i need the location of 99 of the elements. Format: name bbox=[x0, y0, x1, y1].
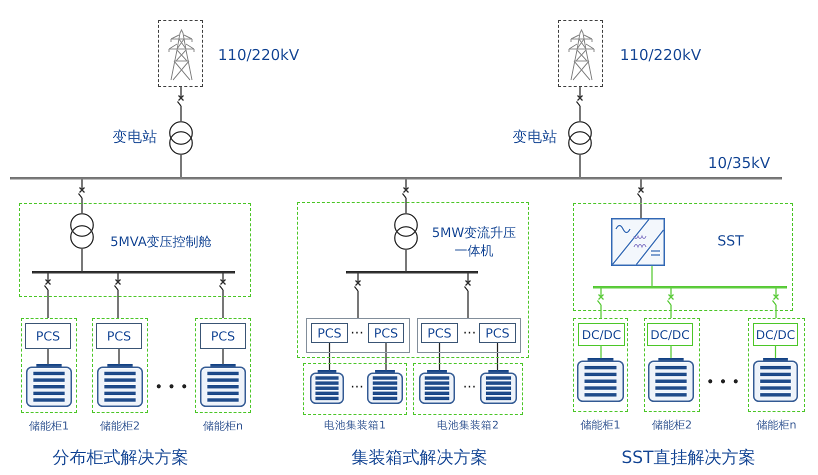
power-line bbox=[176, 86, 184, 122]
pcs-unit-box bbox=[421, 323, 458, 343]
power-line bbox=[218, 272, 226, 319]
group-label: SST bbox=[717, 234, 744, 250]
battery-icon bbox=[648, 358, 694, 402]
busbar bbox=[593, 286, 787, 288]
unit-label: PCS bbox=[374, 326, 398, 340]
power-line bbox=[636, 178, 644, 219]
power-line bbox=[670, 346, 672, 358]
dc-dc-converter-box bbox=[578, 323, 625, 346]
power-line bbox=[222, 349, 224, 364]
dc-dc-converter-box bbox=[753, 323, 798, 346]
dashed-group-frame bbox=[19, 203, 251, 297]
unit-label: DC/DC bbox=[756, 327, 796, 342]
voltage-label: 110/220kV bbox=[218, 46, 300, 64]
power-line bbox=[666, 288, 674, 319]
power-line bbox=[118, 349, 120, 364]
section-title: 集装箱式解决方案 bbox=[352, 448, 488, 468]
power-line bbox=[47, 349, 49, 364]
voltage-label: 110/220kV bbox=[620, 46, 702, 64]
cabinet-label: 电池集装箱2 bbox=[437, 420, 499, 432]
power-line bbox=[579, 155, 581, 177]
tower-frame bbox=[158, 20, 203, 87]
ellipsis-dots: ··· bbox=[350, 380, 364, 396]
power-line bbox=[81, 249, 83, 271]
section-title: SST直挂解决方案 bbox=[622, 448, 756, 468]
power-line bbox=[438, 343, 440, 370]
substation-label: 变电站 bbox=[512, 129, 558, 147]
power-line bbox=[496, 343, 498, 370]
battery-icon bbox=[200, 364, 246, 407]
unit-label: DC/DC bbox=[582, 327, 622, 342]
unit-label: PCS bbox=[317, 326, 342, 340]
pcs-group-frame bbox=[306, 318, 410, 353]
cabinet-label: 电池集装箱1 bbox=[324, 420, 386, 432]
power-line bbox=[774, 346, 776, 358]
ellipsis-dots: ··· bbox=[462, 326, 476, 342]
transformer-symbol bbox=[70, 213, 94, 249]
dc-dc-converter-box bbox=[647, 323, 693, 346]
battery-icon bbox=[97, 364, 143, 407]
busbar bbox=[10, 177, 782, 180]
ellipsis-dots: ··· bbox=[462, 380, 476, 396]
power-line bbox=[354, 272, 362, 319]
cabinet-label: 储能柜2 bbox=[652, 418, 692, 432]
busbar bbox=[32, 271, 235, 274]
dashed-group-frame bbox=[297, 202, 529, 358]
ellipsis-dots: ··· bbox=[350, 326, 364, 342]
battery-icon bbox=[26, 364, 72, 407]
power-line bbox=[600, 346, 602, 358]
power-line bbox=[402, 178, 410, 214]
converter-symbol bbox=[611, 218, 665, 266]
unit-label: PCS bbox=[210, 328, 236, 344]
pcs-unit-box bbox=[25, 323, 71, 349]
section-title: 分布柜式解决方案 bbox=[52, 448, 188, 468]
ellipsis-dots: • • • bbox=[706, 374, 740, 392]
tower-frame bbox=[558, 20, 603, 87]
pcs-group-frame bbox=[417, 318, 521, 353]
power-line bbox=[180, 155, 182, 177]
power-line bbox=[651, 266, 653, 286]
battery-icon bbox=[310, 370, 344, 404]
pcs-unit-box bbox=[311, 323, 348, 343]
power-line bbox=[772, 288, 780, 319]
cabinet-label: 储能柜n bbox=[756, 418, 796, 432]
transformer-symbol bbox=[169, 121, 193, 155]
battery-icon bbox=[367, 370, 403, 404]
unit-label: PCS bbox=[36, 328, 60, 344]
group-label: 5MW变流升压一体机 bbox=[430, 225, 518, 261]
battery-icon bbox=[577, 358, 624, 402]
cabinet-label: 储能柜2 bbox=[100, 419, 140, 433]
unit-label: PCS bbox=[106, 328, 132, 344]
pcs-unit-box bbox=[96, 323, 142, 349]
cabinet-label: 储能柜1 bbox=[29, 419, 69, 433]
cabinet-label: 储能柜n bbox=[203, 419, 243, 433]
cabinet-label: 储能柜1 bbox=[580, 418, 620, 432]
busbar bbox=[346, 271, 478, 274]
battery-icon bbox=[753, 358, 798, 402]
voltage-label: 10/35kV bbox=[708, 154, 770, 172]
battery-icon bbox=[419, 370, 455, 404]
transformer-symbol bbox=[394, 213, 418, 250]
power-line bbox=[596, 288, 604, 319]
battery-icon bbox=[480, 370, 517, 404]
power-line bbox=[405, 250, 407, 271]
transformer-symbol bbox=[568, 121, 592, 155]
dashed-group-frame bbox=[573, 203, 793, 311]
power-line bbox=[44, 272, 52, 319]
pcs-unit-box bbox=[479, 323, 516, 343]
power-line bbox=[114, 272, 122, 319]
unit-label: PCS bbox=[427, 326, 452, 340]
pcs-unit-box bbox=[200, 323, 246, 349]
power-line bbox=[464, 272, 472, 319]
power-line bbox=[78, 178, 86, 214]
power-line bbox=[328, 343, 330, 370]
group-label: 5MVA变压控制舱 bbox=[110, 235, 212, 251]
substation-label: 变电站 bbox=[112, 129, 158, 147]
unit-label: DC/DC bbox=[650, 327, 690, 342]
power-line bbox=[576, 86, 584, 122]
ellipsis-dots: • • • bbox=[154, 380, 188, 396]
unit-label: PCS bbox=[485, 326, 510, 340]
pcs-unit-box bbox=[368, 323, 404, 343]
power-line bbox=[385, 343, 387, 370]
